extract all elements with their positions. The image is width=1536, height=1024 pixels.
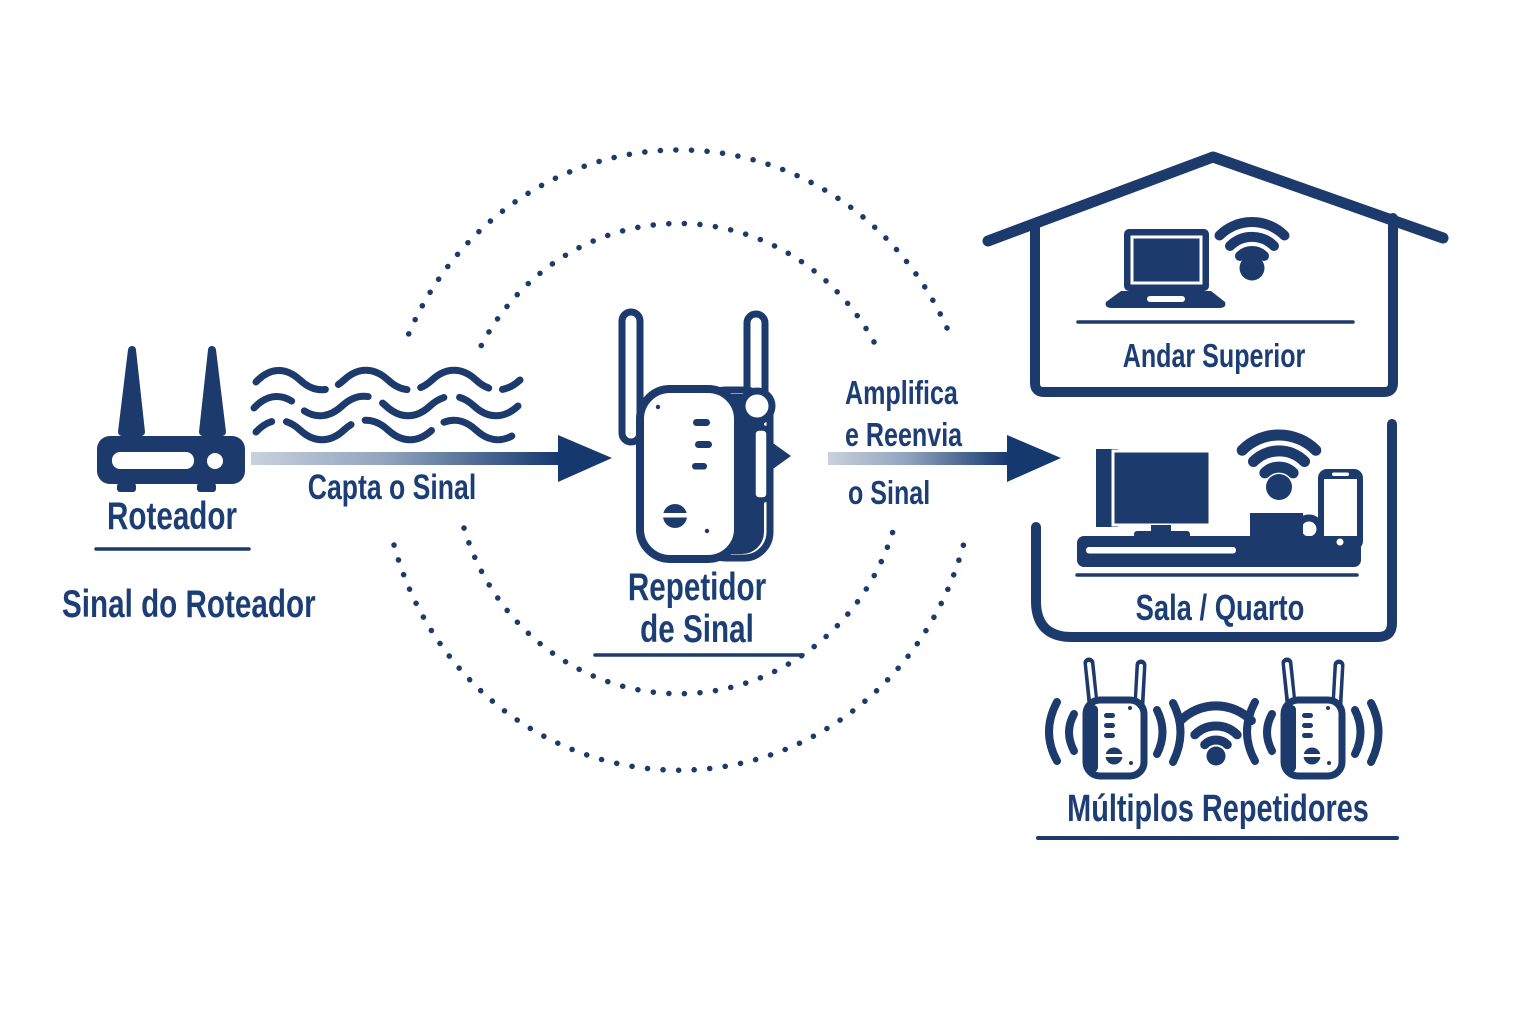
repetidor-label-line1: Repetidor bbox=[627, 566, 767, 609]
sala-quarto-label: Sala / Quarto bbox=[1135, 587, 1305, 628]
dividers bbox=[94, 320, 1399, 840]
andar-superior-label: Andar Superior bbox=[1122, 337, 1306, 374]
router-icon bbox=[97, 346, 245, 492]
coverage-rings-icon bbox=[391, 147, 968, 773]
repetidor-label-line2: de Sinal bbox=[640, 608, 754, 651]
wifi-upper-icon bbox=[1214, 217, 1290, 281]
repeater-icon bbox=[618, 308, 791, 563]
signal-waves-icon bbox=[250, 366, 524, 444]
house-outline-icon bbox=[982, 151, 1449, 397]
mini-repeater-icon bbox=[1045, 657, 1185, 780]
laptop-icon bbox=[1105, 229, 1226, 308]
arrow-capta-icon bbox=[251, 435, 612, 482]
mini-repeater-icon bbox=[1247, 663, 1379, 776]
capta-sinal-label: Capta o Sinal bbox=[307, 468, 477, 507]
wifi-center-icon bbox=[1176, 701, 1256, 766]
arrow-amplifica-icon bbox=[828, 435, 1061, 482]
multiplos-repetidores-label: Múltiplos Repetidores bbox=[1067, 788, 1369, 830]
wifi-room-icon bbox=[1236, 429, 1322, 500]
amplifica-label-line3: o Sinal bbox=[848, 474, 931, 511]
amplifica-label-line1: Amplifica bbox=[845, 374, 958, 411]
amplifica-label-line2: e Reenvia bbox=[845, 416, 963, 453]
smartphone-icon bbox=[1318, 469, 1363, 550]
router-signal-label: Sinal do Roteador bbox=[62, 583, 316, 626]
router-label: Roteador bbox=[106, 495, 238, 538]
room-box-outline bbox=[1031, 419, 1397, 642]
